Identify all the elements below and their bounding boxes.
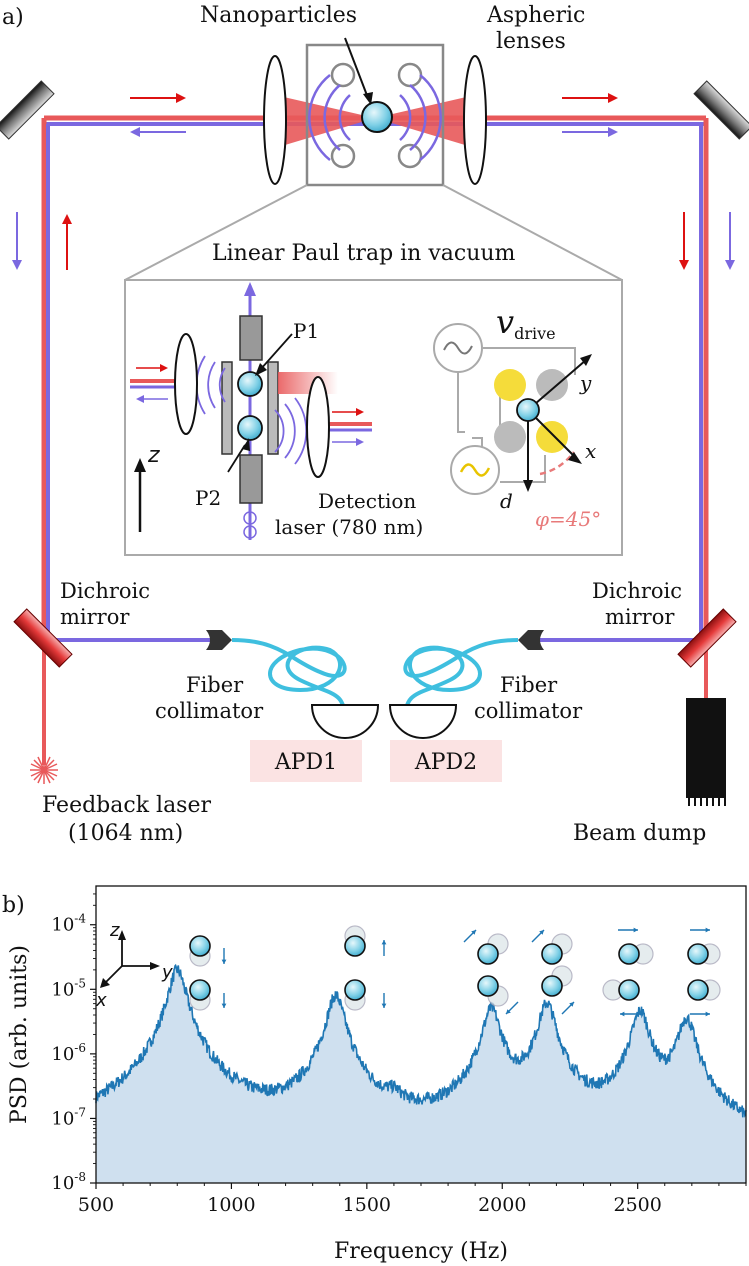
feedback-laser-icon (30, 756, 58, 784)
fiber-right-label-1: Fiber (500, 673, 558, 697)
y-axis-label: PSD (arb. units) (7, 945, 32, 1124)
aspheric-lens-right (463, 55, 487, 185)
mode-icons (189, 925, 721, 1017)
motion-arrowhead (471, 930, 476, 935)
z-axis-label: z (147, 443, 160, 468)
particle (618, 979, 640, 1001)
particle (687, 979, 709, 1001)
particle (541, 975, 563, 997)
y-tick-label: 10-7 (51, 1105, 86, 1129)
motion-arrowhead (569, 1002, 574, 1007)
aspheric-label-1: Aspheric (486, 3, 585, 28)
coord-axes-icon (100, 930, 160, 988)
inset-side-view (130, 282, 372, 540)
motion-arrowhead (381, 940, 387, 945)
dichroic-mirror-right (677, 608, 737, 668)
y-tick-label: 10-6 (51, 1041, 86, 1065)
p2-label: P2 (195, 486, 221, 510)
x-tick-label: 1500 (343, 1194, 391, 1216)
motion-arrowhead (633, 927, 638, 933)
y-tick-label: 10-4 (51, 912, 86, 936)
loop-arrows (12, 93, 735, 270)
particle (189, 979, 211, 1001)
nanoparticle-top (361, 101, 393, 133)
psd-chart: 500 1000 1500 2000 2500 10-8 10-7 10-6 10-5 10-4F… (7, 885, 747, 1264)
motion-arrowhead (506, 1009, 511, 1014)
nanoparticles-label: Nanoparticles (200, 3, 357, 28)
motion-arrowhead (705, 1011, 710, 1017)
motion-arrowhead (539, 930, 544, 935)
coord-x-label: x (95, 990, 107, 1011)
apd1-label: APD1 (274, 750, 337, 775)
beam-dump-icon (686, 698, 726, 806)
scatter-waves-top (308, 74, 442, 161)
apd2-box (390, 740, 502, 782)
particle (344, 935, 366, 957)
fiber-right-label-2: collimator (474, 699, 583, 723)
coord-y-label: y (161, 962, 173, 983)
particle (189, 935, 211, 957)
d-axis-label: d (500, 489, 513, 513)
paul-trap-inset (124, 279, 623, 556)
x-axis-label: x (585, 439, 596, 463)
y-tick-label: 10-5 (51, 976, 86, 1000)
dichroic-right-label-1: Dichroic (592, 579, 682, 603)
aspheric-label-2: lenses (496, 29, 566, 54)
mirror-top-right (693, 80, 749, 140)
particle (687, 943, 709, 965)
aspheric-lens-left (263, 55, 287, 185)
vacuum-chamber (305, 43, 445, 187)
x-tick-label: 500 (78, 1194, 114, 1216)
psd-line (95, 963, 747, 1118)
particle (344, 979, 366, 1001)
psd-fill (96, 965, 746, 1183)
laser-loop (41, 115, 709, 765)
feedback-laser-label-2: (1064 nm) (68, 821, 183, 846)
paul-trap-label: Linear Paul trap in vacuum (212, 241, 516, 266)
dichroic-right-label-2: mirror (605, 605, 675, 629)
fiber-left-label-1: Fiber (186, 673, 244, 697)
particle (477, 975, 499, 997)
panel-b: b) 500 1000 1500 2000 2500 10-8 10-7 10-6 10-5 10… (2, 885, 747, 1264)
particle (541, 943, 563, 965)
dichroic-left-label-2: mirror (60, 605, 130, 629)
y-tick-label: 10-8 (51, 1170, 86, 1194)
detection-label-1: Detection (318, 489, 416, 513)
motion-arrowhead (221, 1003, 227, 1008)
inset-cross-section (433, 323, 592, 495)
motion-arrowhead (221, 959, 227, 964)
dichroic-mirror-left (13, 608, 73, 668)
motion-arrowhead (381, 1003, 387, 1008)
fiber-right (388, 630, 544, 739)
fiber-left (206, 630, 380, 739)
x-tick-label: 2500 (613, 1194, 661, 1216)
coord-z-label: z (109, 920, 120, 941)
motion-arrowhead (620, 1011, 625, 1017)
p1-label: P1 (293, 319, 319, 343)
panel-b-label: b) (2, 893, 25, 918)
panel-a-label: a) (2, 5, 24, 30)
fiber-left-label-2: collimator (155, 699, 264, 723)
mirror-top-left (0, 80, 55, 140)
panel-a: a) (0, 3, 749, 846)
x-tick-label: 2000 (478, 1194, 526, 1216)
feedback-laser-label-1: Feedback laser (42, 793, 211, 818)
phi-label: φ=45° (535, 507, 601, 531)
x-tick-label: 1000 (207, 1194, 255, 1216)
particle (618, 943, 640, 965)
dichroic-left-label-1: Dichroic (60, 579, 150, 603)
motion-arrowhead (705, 927, 710, 933)
particle (477, 943, 499, 965)
apd2-label: APD2 (414, 750, 477, 775)
x-axis-label: Frequency (Hz) (334, 1239, 508, 1264)
v-drive-symbol: vdrive (496, 303, 556, 343)
detection-label-2: laser (780 nm) (275, 515, 423, 539)
beam-dump-label: Beam dump (573, 821, 706, 846)
apd1-box (250, 740, 362, 782)
y-axis-label: y (579, 371, 592, 395)
